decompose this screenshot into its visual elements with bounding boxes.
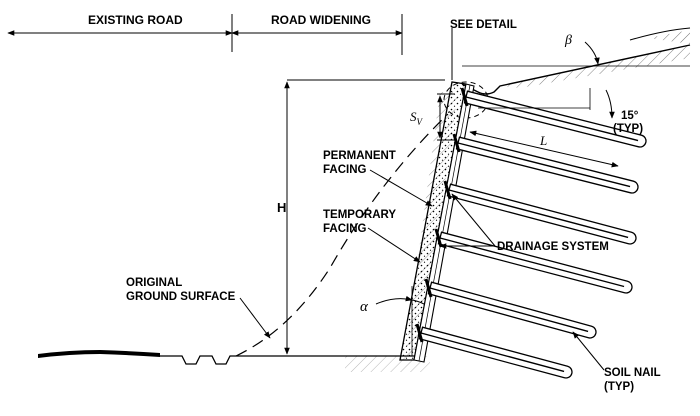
see-detail-label: SEE DETAIL [450, 19, 517, 31]
top-dimension [7, 14, 403, 55]
original-ground-line [235, 113, 449, 357]
nail-spacing-dimension [437, 93, 455, 141]
height-dimension [284, 79, 445, 355]
soil-nail-bar [420, 332, 565, 373]
nail-length-dimension [469, 130, 619, 168]
drainage-leader-1 [451, 193, 496, 247]
height-label: H [277, 200, 286, 215]
temporary-facing-label-1: TEMPORARY [323, 209, 396, 221]
soil-nail-leader [572, 331, 605, 371]
angle-typ-label: (TYP) [613, 123, 643, 135]
permanent-facing-leader [369, 169, 433, 207]
wall-batter-angle [375, 286, 425, 356]
existing-road-label: EXISTING ROAD [88, 13, 183, 27]
nail-length-label: L [539, 133, 547, 148]
soil-nail [434, 228, 633, 294]
soil-nail-bar [457, 142, 631, 188]
original-ground-leader [239, 297, 271, 339]
soil-nail-bearing-plate [443, 180, 452, 200]
spacing-label: SV [410, 109, 424, 127]
original-ground-label-2: GROUND SURFACE [126, 291, 236, 303]
angle-value-label: 15° [621, 110, 639, 122]
soil-nail [443, 180, 637, 245]
beta-symbol: β [564, 33, 572, 48]
soil-nail-label-2: (TYP) [604, 381, 634, 393]
soil-nail [424, 278, 597, 339]
original-ground-label-1: ORIGINAL [126, 277, 182, 289]
road-widening-label: ROAD WIDENING [271, 13, 371, 27]
soil-nail-bearing-plate [424, 278, 433, 298]
soil-nail [460, 87, 647, 148]
soil-nail-bearing-plate [452, 133, 461, 153]
nail-angle-dimension [478, 88, 615, 119]
soil-nail-bearing-plate [460, 87, 469, 107]
soil-nail [415, 323, 573, 379]
soil-nail-bar [429, 287, 589, 333]
alpha-symbol: α [360, 299, 369, 315]
drainage-label: DRAINAGE SYSTEM [497, 241, 609, 253]
slope-top [461, 27, 691, 95]
permanent-facing-label-2: FACING [323, 164, 367, 176]
soil-nail-bearing-plate [415, 323, 424, 343]
temporary-facing-leader [367, 227, 421, 263]
soil-nail-bar [448, 189, 629, 239]
soil-nail-label-1: SOIL NAIL [604, 367, 661, 379]
permanent-facing-label-1: PERMANENT [323, 150, 396, 162]
existing-road-surface [38, 350, 418, 365]
temporary-facing-label-2: FACING [323, 223, 367, 235]
